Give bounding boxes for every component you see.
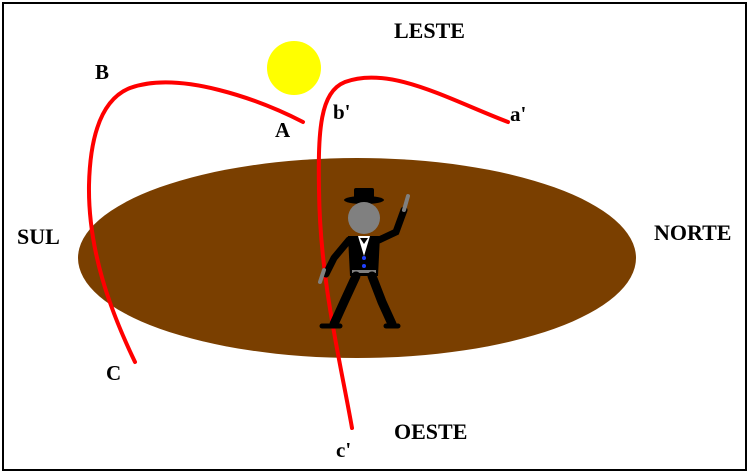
direction-south-label: SUL: [17, 226, 60, 248]
point-c-label: C: [106, 363, 121, 384]
sun-icon: [267, 41, 321, 95]
point-a-label: A: [275, 120, 290, 141]
point-b-prime-label: b': [333, 102, 351, 123]
point-c-prime-label: c': [336, 440, 351, 461]
direction-north-label: NORTE: [654, 222, 731, 244]
direction-west-label: OESTE: [394, 421, 467, 443]
point-b-label: B: [95, 62, 109, 83]
direction-east-label: LESTE: [394, 20, 465, 42]
point-a-prime-label: a': [510, 104, 526, 125]
